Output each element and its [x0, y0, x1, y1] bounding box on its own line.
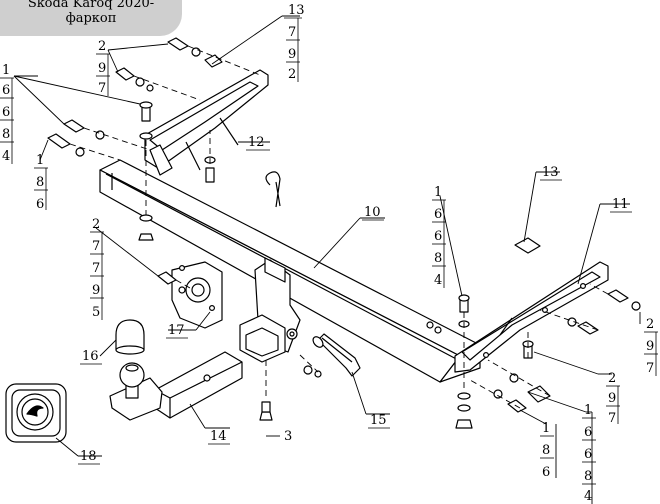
title-line-2: фаркоп [65, 11, 117, 26]
callout-17: 17 [168, 323, 185, 338]
stack-item: 7 [646, 361, 654, 376]
stack-item: 13 [288, 3, 305, 18]
stack-item: 1 [36, 153, 44, 168]
stack-item: 1 [542, 421, 550, 436]
stack-bottom-1a: 1 8 6 [540, 421, 554, 480]
stack-item: 6 [2, 105, 10, 120]
stack-item: 8 [36, 175, 44, 190]
stack-item: 9 [92, 283, 100, 298]
stack-mid-2: 2 7 7 9 5 [90, 217, 104, 320]
callout-3: 3 [284, 429, 292, 444]
crossbar-tube [99, 159, 481, 383]
stack-item: 1 [2, 63, 10, 78]
stack-item: 4 [584, 489, 592, 504]
stack-item: 9 [98, 61, 106, 76]
stack-item: 1 [434, 185, 442, 200]
stack-top-left-1: 1 6 6 8 4 [0, 63, 14, 164]
leader-lines [13, 15, 641, 504]
stack-item: 7 [92, 239, 100, 254]
socket-plate [171, 261, 223, 329]
stack-item: 1 [584, 403, 592, 418]
callout-10: 10 [364, 205, 381, 220]
stack-top-13: 13 7 9 2 [284, 3, 305, 82]
callout-11: 11 [612, 197, 629, 212]
stack-item: 2 [608, 371, 616, 386]
stack-item: 4 [2, 149, 10, 164]
receiver-housing [239, 257, 301, 363]
spring-clip [265, 171, 281, 208]
stack-item: 6 [584, 447, 592, 462]
left-bracket [144, 69, 269, 176]
stack-right-1: 1 6 6 8 4 [432, 185, 446, 288]
callout-15: 15 [370, 413, 387, 428]
electrical-socket [5, 383, 67, 443]
stack-item: 4 [434, 273, 442, 288]
title-line-1: Skoda Karoq 2020- [27, 0, 155, 11]
stack-item: 9 [646, 339, 654, 354]
stack-item: 8 [584, 469, 592, 484]
assembly-lines [69, 45, 609, 409]
stack-right-2: 2 9 7 [644, 317, 658, 376]
callout-13-right: 13 [542, 165, 559, 180]
stack-item: 2 [288, 67, 296, 82]
title-tab: Skoda Karoq 2020- фаркоп [0, 0, 182, 36]
stack-item: 2 [92, 217, 100, 232]
fasteners [47, 37, 641, 429]
stack-left-1: 1 8 6 [34, 153, 48, 212]
part-callouts: 10 11 12 13 14 15 16 17 18 3 [78, 135, 632, 465]
stack-top-2: 2 9 7 [96, 39, 110, 96]
stack-item: 6 [2, 83, 10, 98]
stack-bottom-right-2: 2 9 7 [606, 371, 620, 426]
stack-item: 7 [92, 261, 100, 276]
stack-bottom-1b: 1 6 6 8 4 [582, 403, 596, 504]
stack-item: 9 [608, 391, 616, 406]
stack-item: 8 [542, 443, 550, 458]
stack-item: 8 [2, 127, 10, 142]
stack-item: 5 [92, 305, 100, 320]
stack-item: 6 [542, 465, 550, 480]
stack-item: 7 [608, 411, 616, 426]
callout-12: 12 [248, 135, 265, 150]
hitch-pin [312, 333, 361, 377]
ball-cap [115, 319, 145, 355]
stack-item: 2 [98, 39, 106, 54]
callout-14: 14 [210, 429, 227, 444]
ball-mount [109, 351, 243, 421]
stack-item: 9 [288, 47, 296, 62]
stack-item: 6 [434, 207, 442, 222]
stack-item: 7 [98, 81, 106, 96]
stack-item: 6 [36, 197, 44, 212]
stack-item: 6 [584, 425, 592, 440]
callout-16: 16 [82, 349, 99, 364]
stack-item: 8 [434, 251, 442, 266]
stack-item: 7 [288, 25, 296, 40]
callout-18: 18 [80, 449, 97, 464]
stack-item: 6 [434, 229, 442, 244]
stack-item: 2 [646, 317, 654, 332]
right-bracket [454, 261, 609, 373]
